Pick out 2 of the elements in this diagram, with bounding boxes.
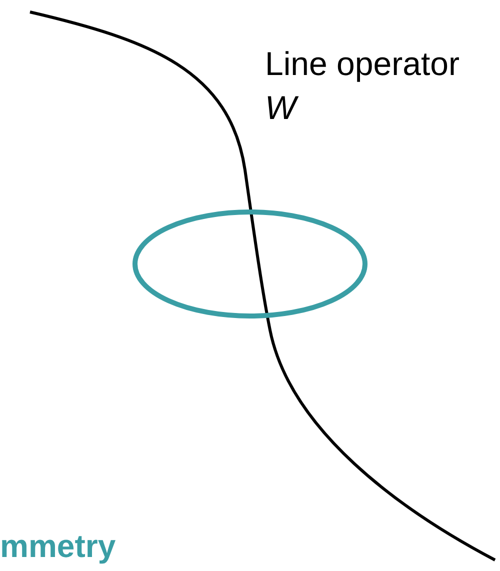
symmetry-label: mmetry (0, 528, 116, 565)
operator-label: Line operator W (265, 44, 460, 128)
